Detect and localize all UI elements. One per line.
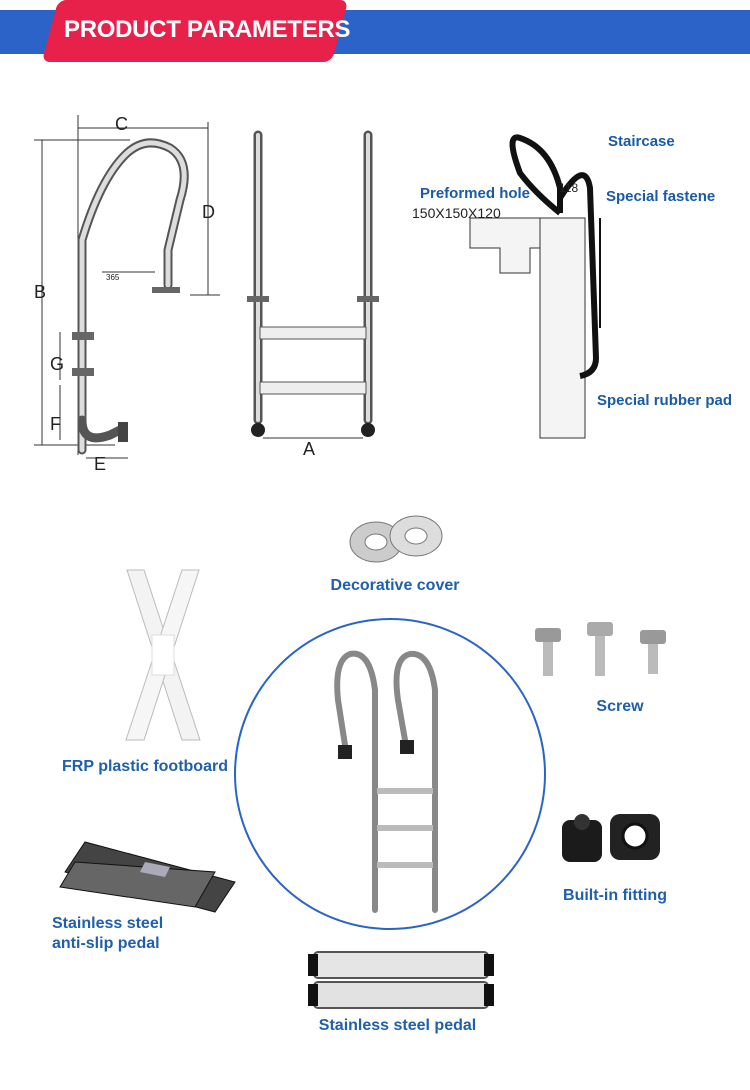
anti-slip-pedal-image <box>59 841 236 913</box>
label-hole-size: 150X150X120 <box>412 205 501 221</box>
label-rubber-pad: Special rubber pad <box>597 392 732 409</box>
ladder-photo <box>334 650 438 913</box>
pool-wall <box>539 217 586 439</box>
label-fastener: Special fastene <box>606 188 715 205</box>
frp-footboard-image <box>125 569 201 741</box>
caption-anti-slip-line1: Stainless steel <box>52 915 164 932</box>
ladder-side-view: C D B G F E 365 <box>34 114 220 474</box>
flange-right <box>357 296 379 302</box>
built-in-fitting-image <box>562 814 660 862</box>
label-b: B <box>34 282 46 302</box>
label-offset: 118 <box>559 181 578 195</box>
rubber-foot <box>118 422 128 442</box>
caption-steel-pedal: Stainless steel pedal <box>318 1017 477 1034</box>
label-f: F <box>50 414 61 434</box>
decorative-cover-image <box>349 515 443 563</box>
caption-anti-slip-line2: anti-slip pedal <box>52 935 160 952</box>
handrail-profile <box>509 134 563 216</box>
tread-upper <box>259 326 367 340</box>
flange-left <box>247 296 269 302</box>
tread-lower <box>259 381 367 395</box>
tube-outer <box>77 138 189 455</box>
base-plate <box>152 287 180 293</box>
foot-left <box>251 423 265 437</box>
tube-highlight <box>79 140 187 453</box>
foot-right <box>361 423 375 437</box>
ladder-photo-frame <box>234 618 546 930</box>
label-c: C <box>115 114 128 134</box>
clamp-upper <box>72 332 94 340</box>
steel-pedal-image <box>308 951 494 1009</box>
label-preformed-hole: Preformed hole <box>420 185 530 202</box>
label-g: G <box>50 354 64 374</box>
clamp-lower <box>72 368 94 376</box>
page-title: PRODUCT PARAMETERS <box>64 16 351 43</box>
label-staircase: Staircase <box>608 133 675 150</box>
screw-image <box>535 622 666 676</box>
offset-value: 365 <box>106 273 120 282</box>
caption-decorative-cover: Decorative cover <box>330 577 460 594</box>
label-e: E <box>94 454 106 474</box>
caption-anti-slip-pedal: Stainless steel anti-slip pedal <box>52 914 182 954</box>
label-a: A <box>303 439 315 459</box>
ladder-front-view: A <box>247 130 379 459</box>
label-d: D <box>202 202 215 222</box>
caption-frp-footboard: FRP plastic footboard <box>62 758 228 775</box>
header-banner: PRODUCT PARAMETERS <box>0 0 750 62</box>
caption-built-in-fitting: Built-in fitting <box>563 887 667 904</box>
tube-foot <box>77 415 125 443</box>
caption-screw: Screw <box>596 698 644 715</box>
installation-diagram: Staircase Preformed hole 150X150X120 118… <box>412 133 732 439</box>
